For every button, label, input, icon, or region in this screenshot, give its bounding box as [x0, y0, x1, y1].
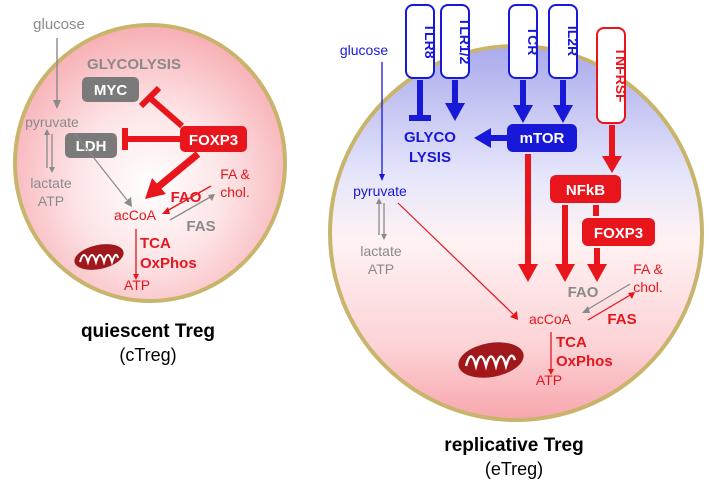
r-mtor-box	[507, 124, 577, 152]
q-tca-label: TCA	[140, 235, 171, 252]
r-lysis-label: LYSIS	[409, 149, 451, 166]
r-tlr12-receptor	[440, 4, 470, 79]
q-ldh-box	[65, 133, 117, 158]
r-tnfrsf-receptor	[596, 27, 626, 124]
r-foxp3-label: FOXP3	[594, 225, 643, 242]
q-myc-box	[82, 77, 139, 102]
r-tlr8-receptor	[405, 4, 435, 79]
r-tcr-label: TCR	[525, 27, 541, 56]
r-nfkb-box	[550, 175, 621, 203]
q-ldh-label: LDH	[76, 138, 107, 155]
r-chol-label: chol.	[633, 279, 663, 295]
q-foxp3-to-accoa-arrow	[155, 151, 201, 190]
r-lactate-label: lactate	[360, 243, 401, 259]
quiescent-treg-cell: glucose GLYCOLYSIS MYC LDH pyruvate lact…	[13, 16, 287, 303]
q-pyruvate-label: pyruvate	[25, 114, 79, 130]
r-il2r-label: IL2R	[565, 26, 581, 56]
q-mitochondrion-icon	[74, 244, 124, 270]
r-accoa-label: acCoA	[529, 311, 572, 327]
r-mtor-label: mTOR	[520, 130, 565, 147]
q-chol-label: chol.	[220, 184, 250, 200]
r-pyruvate-to-accoa-arrow	[397, 202, 514, 315]
r-tnfrsf-label: TNFRSF	[613, 47, 629, 103]
r-atp-label: ATP	[536, 372, 562, 388]
q-foxp3-inhibits-myc	[148, 95, 184, 129]
r-atp-gray-label: ATP	[368, 261, 394, 277]
q-glycolysis-label: GLYCOLYSIS	[87, 56, 181, 73]
r-tcr-receptor	[508, 4, 538, 79]
r-fao-label: FAO	[568, 284, 599, 301]
r-pyruvate-label: pyruvate	[353, 183, 407, 199]
r-tca-label: TCA	[556, 334, 587, 351]
r-oxphos-label: OxPhos	[556, 353, 613, 370]
q-myc-label: MYC	[94, 82, 128, 99]
q-oxphos-label: OxPhos	[140, 255, 197, 272]
q-pyruvate-to-accoa-arrow	[74, 133, 128, 201]
q-foxp3-label: FOXP3	[189, 132, 238, 149]
q-atp-label: ATP	[124, 277, 150, 293]
r-glucose-label: glucose	[340, 42, 388, 58]
replicative-subtitle: (eTreg)	[485, 459, 543, 479]
q-glucose-label: glucose	[33, 16, 85, 33]
r-glyco-label: GLYCO	[404, 129, 456, 146]
q-fa-label: FA &	[220, 166, 250, 182]
replicative-title: replicative Treg	[444, 435, 583, 456]
quiescent-title: quiescent Treg	[81, 321, 215, 342]
r-nfkb-label: NFkB	[566, 182, 605, 199]
r-mitochondrion-icon	[458, 342, 524, 378]
q-fas-label: FAS	[186, 218, 215, 235]
quiescent-subtitle: (cTreg)	[119, 345, 176, 365]
r-fas-label: FAS	[607, 311, 636, 328]
r-fa-label: FA &	[633, 261, 663, 277]
r-tlr12-label: TLR1/2	[457, 18, 473, 65]
q-accoa-label: acCoA	[114, 207, 157, 223]
r-il2r-receptor	[548, 4, 578, 79]
r-foxp3-box	[582, 218, 655, 246]
replicative-treg-cell: TLR8 TLR1/2 TCR IL2R TNFRSF GLYCO LYSIS …	[328, 4, 704, 422]
q-fao-label: FAO	[171, 189, 202, 206]
q-lactate-label: lactate	[30, 175, 71, 191]
q-atp-gray-label: ATP	[38, 193, 64, 209]
q-foxp3-box	[180, 126, 247, 152]
r-tlr8-label: TLR8	[422, 24, 438, 59]
